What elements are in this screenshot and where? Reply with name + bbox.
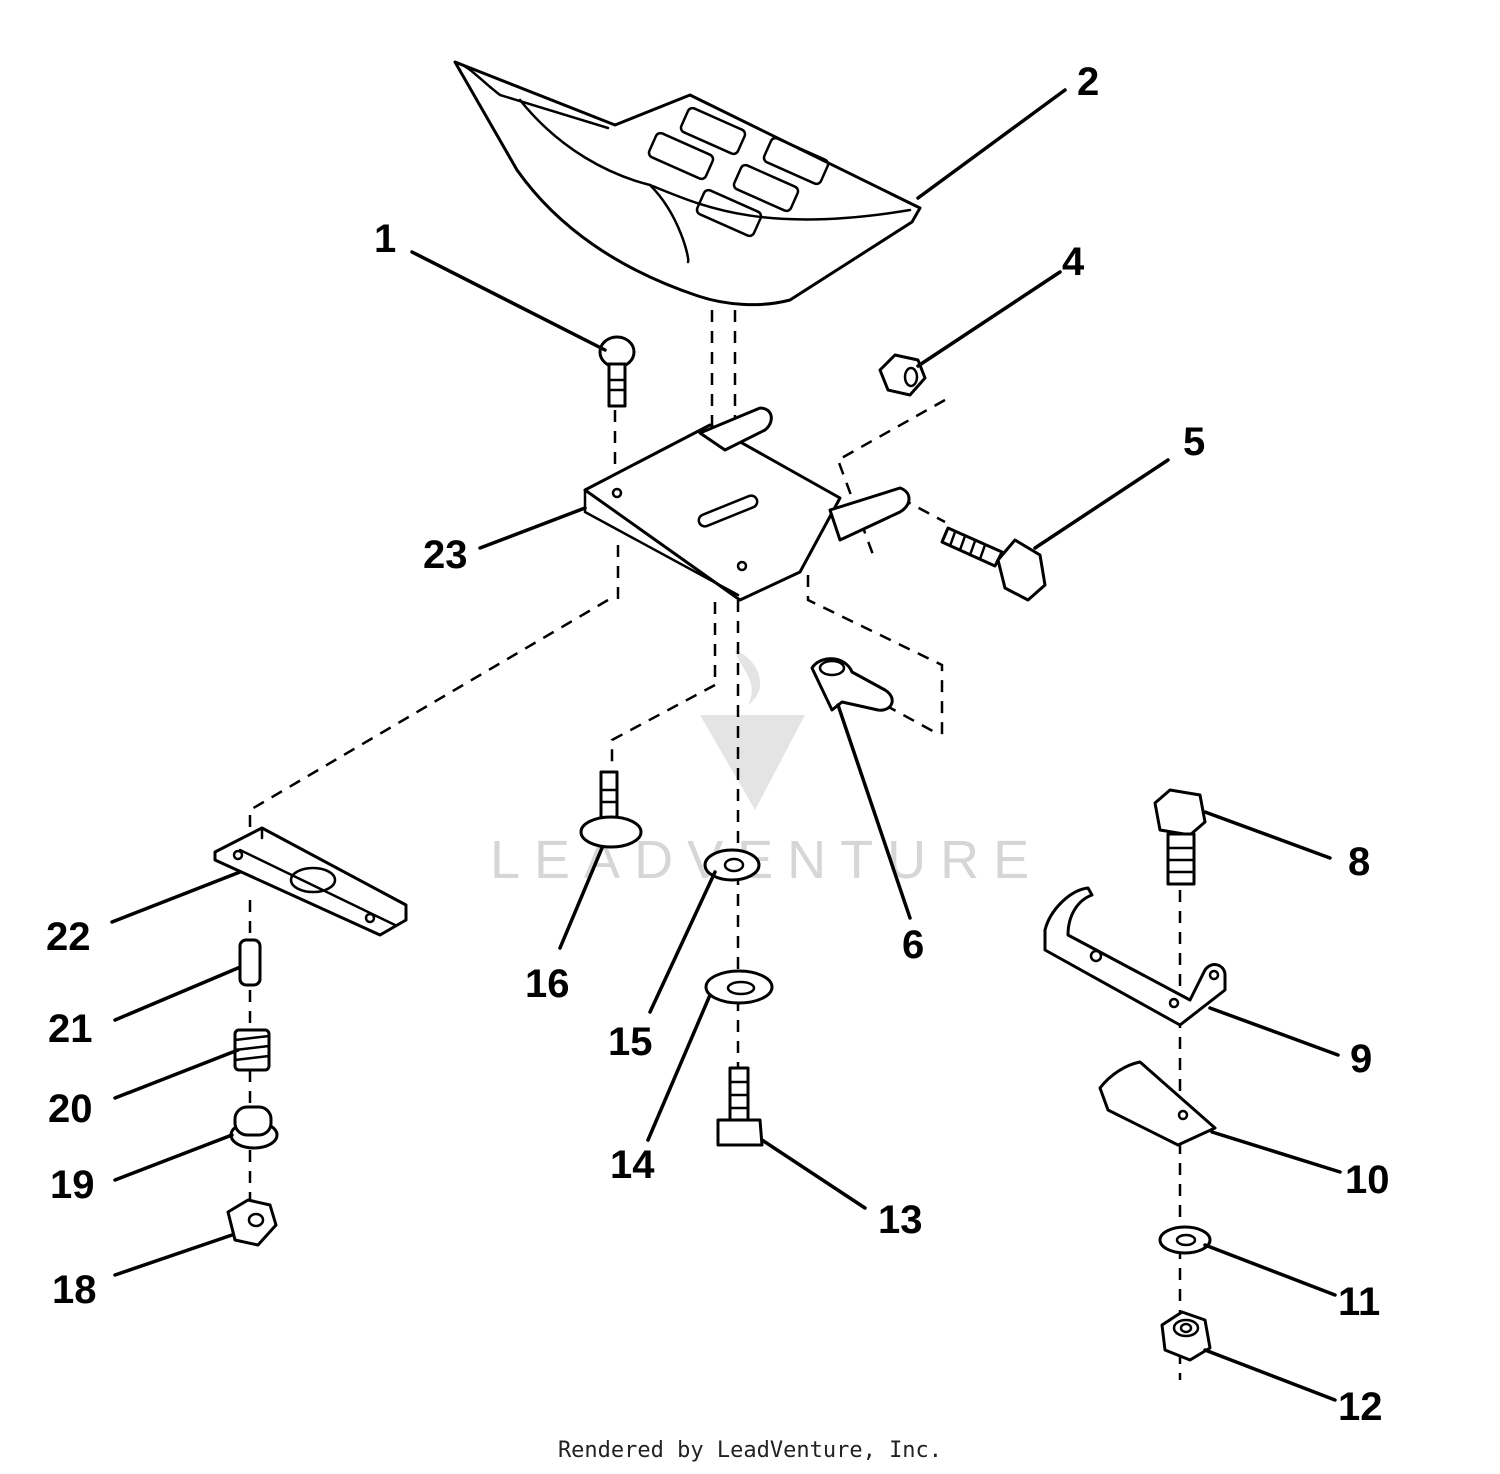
- callout-15: 15: [608, 1020, 653, 1064]
- callout-labels: 1 2 4 5 6 8 9 10 11 12 13 14 15 16 18 19…: [46, 60, 1390, 1429]
- washer-right: [1158, 1225, 1212, 1255]
- callout-8: 8: [1348, 840, 1370, 884]
- shoulder-bolt: [579, 770, 643, 849]
- callout-22: 22: [46, 915, 91, 959]
- watermark-text: LEADVENTURE: [490, 830, 1043, 890]
- footer-credit: Rendered by LeadVenture, Inc.: [557, 1438, 943, 1463]
- hex-bolt-lower: [716, 1066, 764, 1147]
- callout-1: 1: [374, 217, 396, 261]
- seat-pan: [583, 406, 911, 602]
- carriage-bolt: [598, 335, 636, 408]
- callout-2: 2: [1077, 60, 1099, 104]
- flat-washer-upper: [703, 848, 761, 882]
- callout-19: 19: [50, 1163, 95, 1207]
- leader-lines: [110, 88, 1342, 1402]
- callout-10: 10: [1345, 1158, 1390, 1202]
- seat: [453, 60, 922, 307]
- callout-4: 4: [1062, 240, 1085, 284]
- callout-20: 20: [48, 1087, 93, 1131]
- callout-6: 6: [902, 923, 924, 967]
- callout-14: 14: [610, 1143, 655, 1187]
- callout-5: 5: [1183, 420, 1205, 464]
- curved-plate: [1098, 1060, 1217, 1147]
- spacer: [229, 1105, 279, 1150]
- callout-18: 18: [52, 1268, 97, 1312]
- spring: [233, 1028, 271, 1072]
- flange-nut: [226, 1198, 278, 1247]
- angle-bracket: [1043, 886, 1227, 1027]
- pin: [238, 938, 262, 987]
- callout-9: 9: [1350, 1037, 1372, 1081]
- seat-vent-slots: [647, 106, 830, 238]
- callout-23: 23: [423, 533, 468, 577]
- callout-12: 12: [1338, 1385, 1383, 1429]
- flat-washer-lower: [704, 969, 774, 1005]
- callout-16: 16: [525, 962, 570, 1006]
- hex-bolt: [940, 526, 1047, 602]
- seat-switch: [810, 657, 894, 712]
- callout-13: 13: [878, 1198, 923, 1242]
- slide-track: [213, 826, 408, 937]
- hex-nut: [878, 353, 927, 397]
- callout-21: 21: [48, 1007, 93, 1051]
- watermark: LEADVENTURE: [490, 650, 1043, 890]
- hex-bolt-right: [1153, 788, 1207, 886]
- callout-11: 11: [1338, 1280, 1380, 1324]
- lock-nut: [1160, 1310, 1212, 1362]
